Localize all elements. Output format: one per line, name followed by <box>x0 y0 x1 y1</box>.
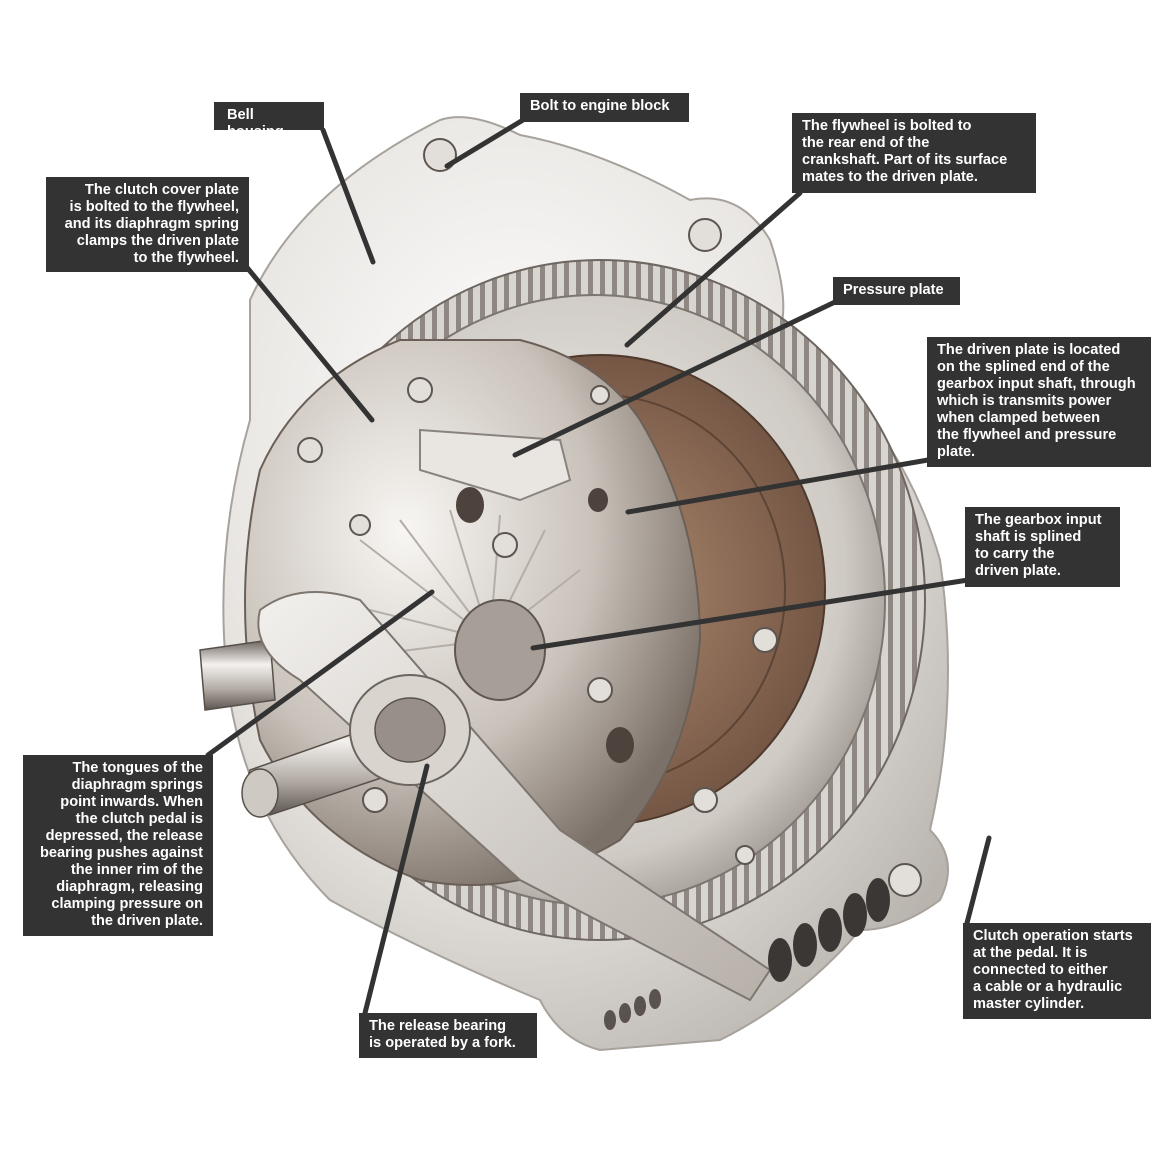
hub <box>454 599 546 701</box>
label-bell-housing: Bell housing <box>214 102 324 140</box>
small-spring <box>604 989 661 1030</box>
label-clutch-operation: Clutch operation starts at the pedal. It… <box>963 923 1151 1019</box>
label-release-bearing: The release bearing is operated by a for… <box>359 1013 537 1058</box>
label-pressure-plate: Pressure plate <box>833 277 960 305</box>
label-clutch-cover-plate: The clutch cover plate is bolted to the … <box>46 177 249 272</box>
label-driven-plate: The driven plate is located on the splin… <box>927 337 1151 467</box>
label-gearbox-input-shaft: The gearbox input shaft is splined to ca… <box>965 507 1120 587</box>
label-flywheel: The flywheel is bolted to the rear end o… <box>792 113 1036 193</box>
return-spring <box>768 878 890 982</box>
label-bolt-to-engine-block: Bolt to engine block <box>520 93 689 122</box>
label-diaphragm-tongues: The tongues of the diaphragm springs poi… <box>23 755 213 936</box>
